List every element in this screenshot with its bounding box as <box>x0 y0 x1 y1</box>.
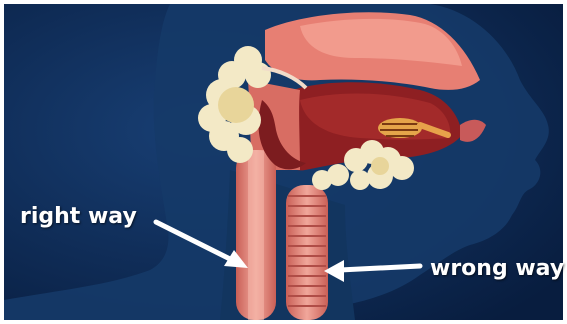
wrong-way-label: wrong way <box>430 256 564 281</box>
esophagus-highlight <box>248 150 264 320</box>
right-way-label: right way <box>20 204 137 229</box>
